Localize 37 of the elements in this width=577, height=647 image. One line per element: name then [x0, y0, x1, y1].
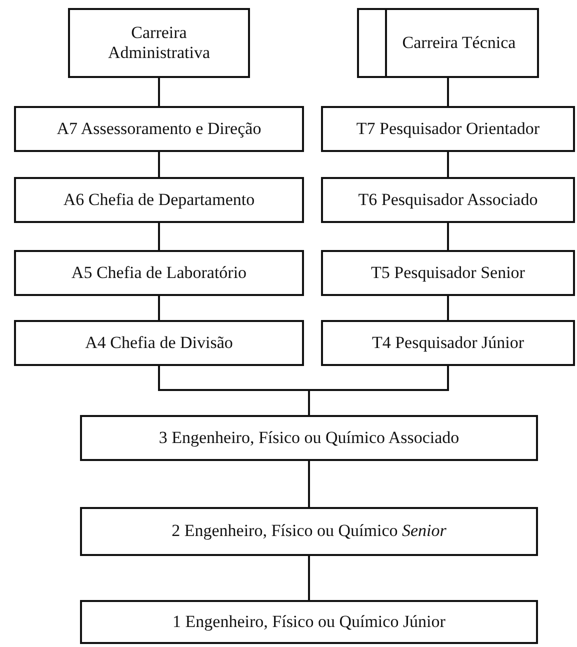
- career-header-box: [68, 8, 250, 78]
- career-header-box: [357, 8, 539, 78]
- connector-line: [308, 556, 310, 600]
- rank-label: T6 Pesquisador Associado: [358, 190, 538, 210]
- connector-line: [158, 223, 160, 250]
- rank-box: [14, 250, 304, 296]
- rank-box: [321, 250, 575, 296]
- rank-label: Carreira Técnica: [402, 32, 516, 54]
- rank-label: T7 Pesquisador Orientador: [356, 118, 540, 140]
- rank-box: [80, 507, 538, 556]
- rank-label: 3 Engenheiro, Físico ou Químico Associado: [158, 428, 460, 448]
- connector-line: [158, 78, 160, 106]
- rank-box: [321, 177, 575, 223]
- rank-label: A4 Chefia de Divisão: [85, 332, 233, 354]
- connector-line: [447, 152, 449, 177]
- connector-line: [447, 296, 449, 320]
- rank-label: A7 Assessoramento e Direção: [56, 118, 262, 140]
- connector-line: [308, 366, 449, 415]
- connector-line: [158, 152, 160, 177]
- rank-label: A6 Chefia de Departamento: [63, 190, 255, 210]
- connector-line: [308, 461, 310, 507]
- connector-line: [158, 296, 160, 320]
- rank-box: [14, 177, 304, 223]
- rank-box: [321, 320, 575, 366]
- rank-box: [321, 106, 575, 152]
- rank-label: T4 Pesquisador Júnior: [372, 332, 524, 354]
- rank-label: 1 Engenheiro, Físico ou Químico Júnior: [172, 612, 446, 632]
- rank-box: [14, 320, 304, 366]
- rank-box: [14, 106, 304, 152]
- connector-line: [447, 78, 449, 106]
- rank-label: T5 Pesquisador Senior: [371, 262, 525, 284]
- rank-box: [80, 415, 538, 461]
- rank-label: Carreira Administrativa: [107, 22, 211, 64]
- rank-box: [80, 600, 538, 644]
- rank-label: A5 Chefia de Laboratório: [71, 262, 247, 284]
- rank-label: 2 Engenheiro, Físico ou Químico Senior: [172, 521, 446, 542]
- connector-line: [447, 223, 449, 250]
